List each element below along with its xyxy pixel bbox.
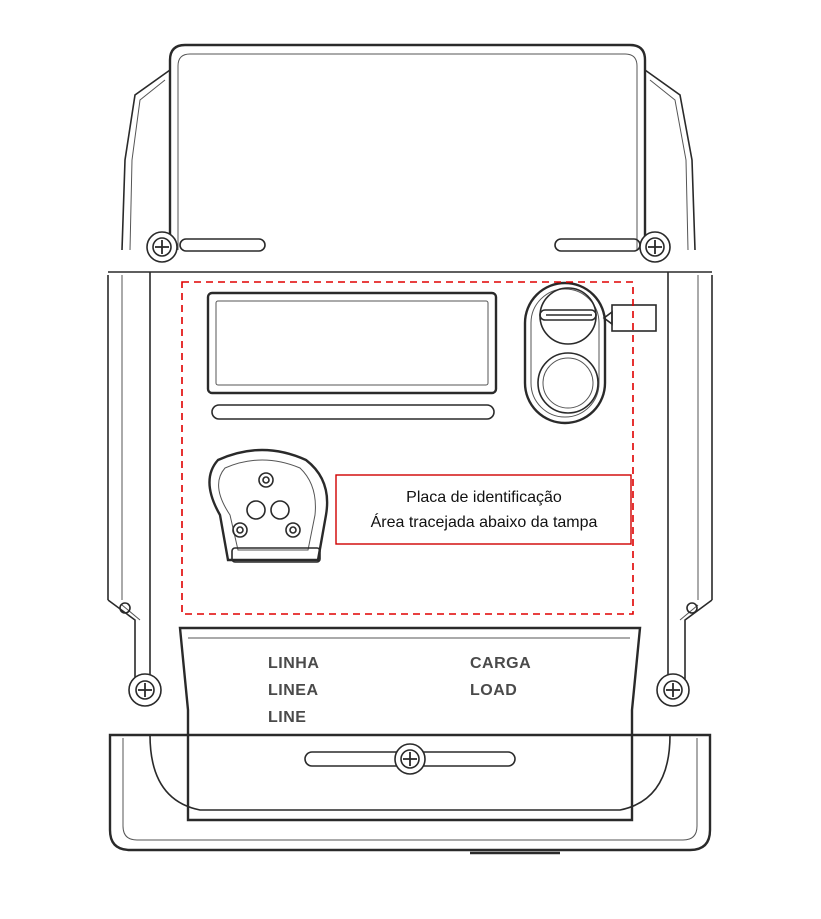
label-line-2: LINEA	[268, 682, 319, 699]
screw-top-left	[146, 231, 178, 263]
top-slots	[179, 238, 641, 252]
seal-tab	[611, 304, 657, 332]
screw-top-right	[639, 231, 671, 263]
rotary-switch	[539, 287, 597, 345]
screw-bottom-left	[128, 673, 162, 707]
top-cap	[168, 43, 647, 250]
left-shoulder	[121, 69, 171, 251]
terminal-cover	[178, 626, 642, 822]
pin-right	[686, 602, 698, 614]
optical-port	[208, 448, 329, 563]
lcd-display	[206, 291, 498, 395]
right-shoulder	[644, 69, 696, 251]
callout-line-2: Área tracejada abaixo da tampa	[371, 512, 598, 531]
meter-housing	[107, 43, 713, 855]
label-load-2: LOAD	[470, 682, 517, 699]
label-line-3: LINE	[268, 709, 306, 726]
label-load-1: CARGA	[470, 655, 531, 672]
label-line-1: LINHA	[268, 655, 319, 672]
led-bar	[211, 404, 495, 420]
screw-bottom-right	[656, 673, 690, 707]
nameplate-dashed-area	[181, 281, 634, 615]
callout-box	[335, 474, 632, 545]
screw-cover	[394, 743, 426, 775]
push-button	[537, 352, 599, 414]
pin-left	[119, 602, 131, 614]
control-buttons	[523, 281, 657, 425]
base	[108, 733, 712, 852]
callout-line-1: Placa de identificação	[406, 489, 562, 506]
